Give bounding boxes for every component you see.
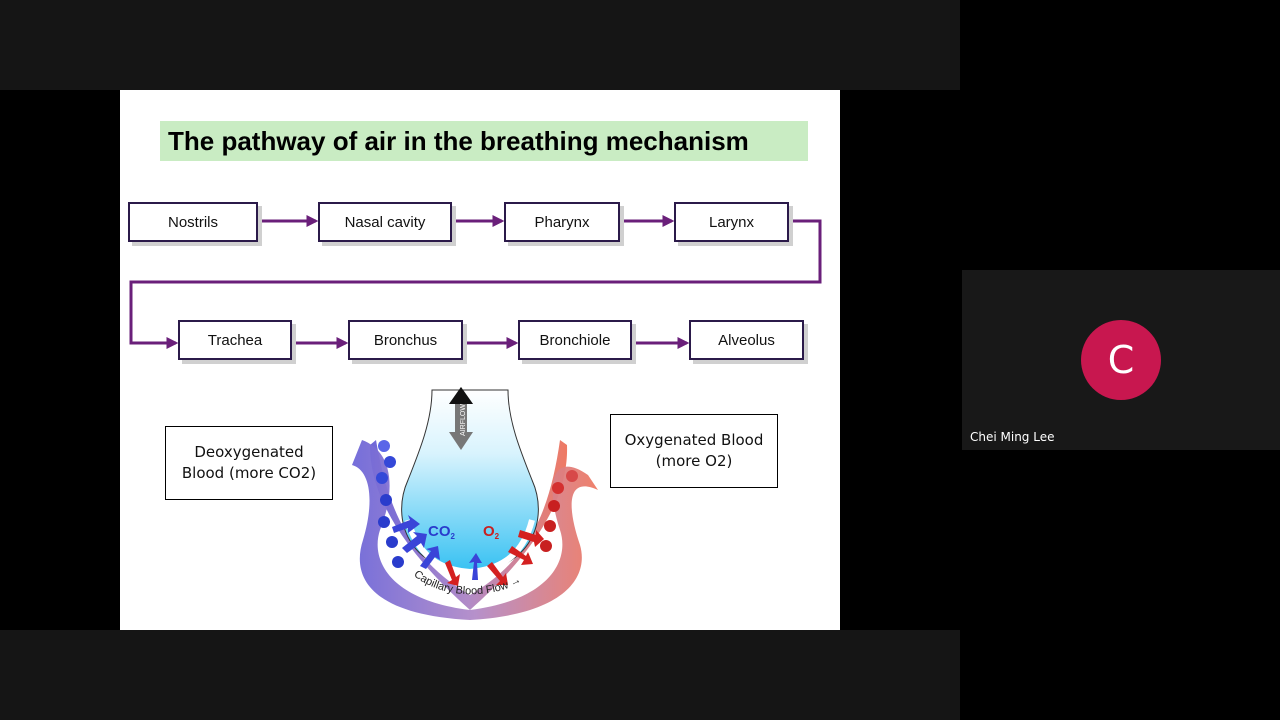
- slide-title: The pathway of air in the breathing mech…: [168, 126, 749, 156]
- step-pharynx: Pharynx: [504, 202, 620, 242]
- step-bronchiole: Bronchiole: [518, 320, 632, 360]
- co2-label: CO2: [428, 523, 456, 541]
- step-bronchus: Bronchus: [348, 320, 463, 360]
- oxygenated-line2: (more O2): [655, 452, 733, 470]
- step-larynx: Larynx: [674, 202, 789, 242]
- step-nostrils: Nostrils: [128, 202, 258, 242]
- avatar: C: [1081, 320, 1161, 400]
- deoxygenated-blood-box: Deoxygenated Blood (more CO2): [165, 426, 333, 500]
- step-trachea: Trachea: [178, 320, 292, 360]
- letterbox-bottom: [0, 630, 960, 720]
- airflow-label: AIRFLOW: [460, 404, 467, 436]
- deoxygenated-line1: Deoxygenated: [194, 443, 304, 461]
- airflow-arrow-icon: AIRFLOW: [449, 387, 473, 450]
- arrow-larynx-trachea: [129, 219, 822, 349]
- deoxygenated-line2: Blood (more CO2): [181, 464, 317, 482]
- participant-video-tile[interactable]: C Chei Ming Lee: [962, 270, 1280, 450]
- screen-share-area: The pathway of air in the breathing mech…: [0, 0, 960, 720]
- pathway-connectors: [129, 215, 822, 349]
- participant-name: Chei Ming Lee: [970, 430, 1055, 444]
- pathway-diagram: AIRFLOW: [129, 215, 822, 620]
- o2-label: O2: [483, 523, 500, 541]
- step-alveolus: Alveolus: [689, 320, 804, 360]
- oxygenated-line1: Oxygenated Blood: [624, 431, 764, 449]
- blood-cells: [376, 440, 578, 568]
- oxygenated-blood-box: Oxygenated Blood (more O2): [610, 414, 778, 488]
- slide-title-box: The pathway of air in the breathing mech…: [160, 121, 808, 161]
- presentation-slide: The pathway of air in the breathing mech…: [120, 90, 840, 630]
- alveolus-illustration: AIRFLOW: [352, 387, 598, 620]
- gas-exchange-arrows: [392, 515, 544, 586]
- letterbox-top: [0, 0, 960, 90]
- step-nasal-cavity: Nasal cavity: [318, 202, 452, 242]
